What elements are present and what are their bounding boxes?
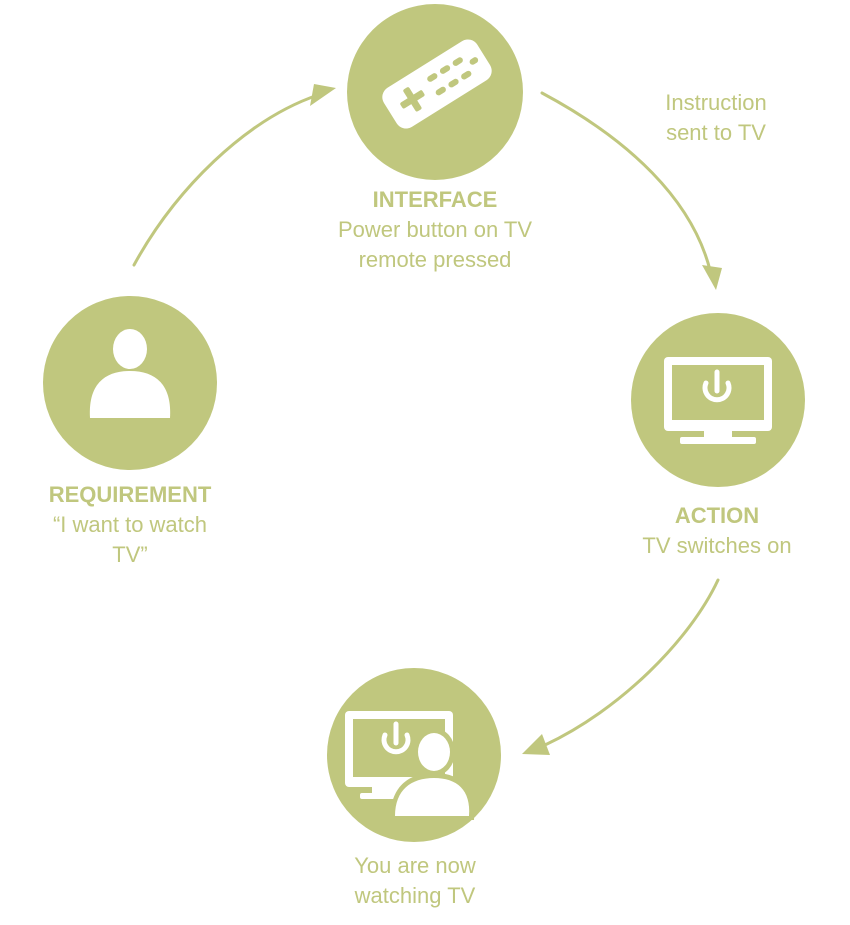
interface-text-line2: remote pressed [358,247,512,272]
interface-heading: INTERFACE [372,187,498,212]
arrowhead-action [702,265,722,290]
interface-label: INTERFACE Power button on TV remote pres… [300,185,570,275]
requirement-text-line1: “I want to watch [52,512,208,537]
arrow-requirement-to-interface [132,93,320,267]
requirement-node [43,296,217,470]
instruction-text-line2: sent to TV [666,120,766,145]
arrow-action-to-result [543,578,720,747]
person-icon [89,329,171,418]
arrowhead-interface [310,84,336,106]
person-watching-tv-icon [345,711,475,820]
instruction-text-line1: Instruction [665,90,767,115]
interface-node [347,4,523,180]
result-text-line2: watching TV [354,883,476,908]
result-node [327,668,501,842]
action-heading: ACTION [674,503,760,528]
arrow-interface-to-action [540,91,712,272]
requirement-label: REQUIREMENT “I want to watch TV” [20,480,240,570]
action-text-line1: TV switches on [642,533,792,558]
interface-text-line1: Power button on TV [337,217,533,242]
arrows [132,91,720,747]
arrowheads [310,84,722,755]
requirement-text-line2: TV” [112,542,148,567]
instruction-label: Instruction sent to TV [636,88,796,148]
action-label: ACTION TV switches on [612,501,822,561]
requirement-heading: REQUIREMENT [48,482,212,507]
action-node [631,313,805,487]
result-text-line1: You are now [354,853,476,878]
tv-power-icon [664,357,772,444]
result-label: You are now watching TV [310,851,520,911]
remote-control-icon [382,39,492,129]
arrowhead-result [522,734,550,755]
